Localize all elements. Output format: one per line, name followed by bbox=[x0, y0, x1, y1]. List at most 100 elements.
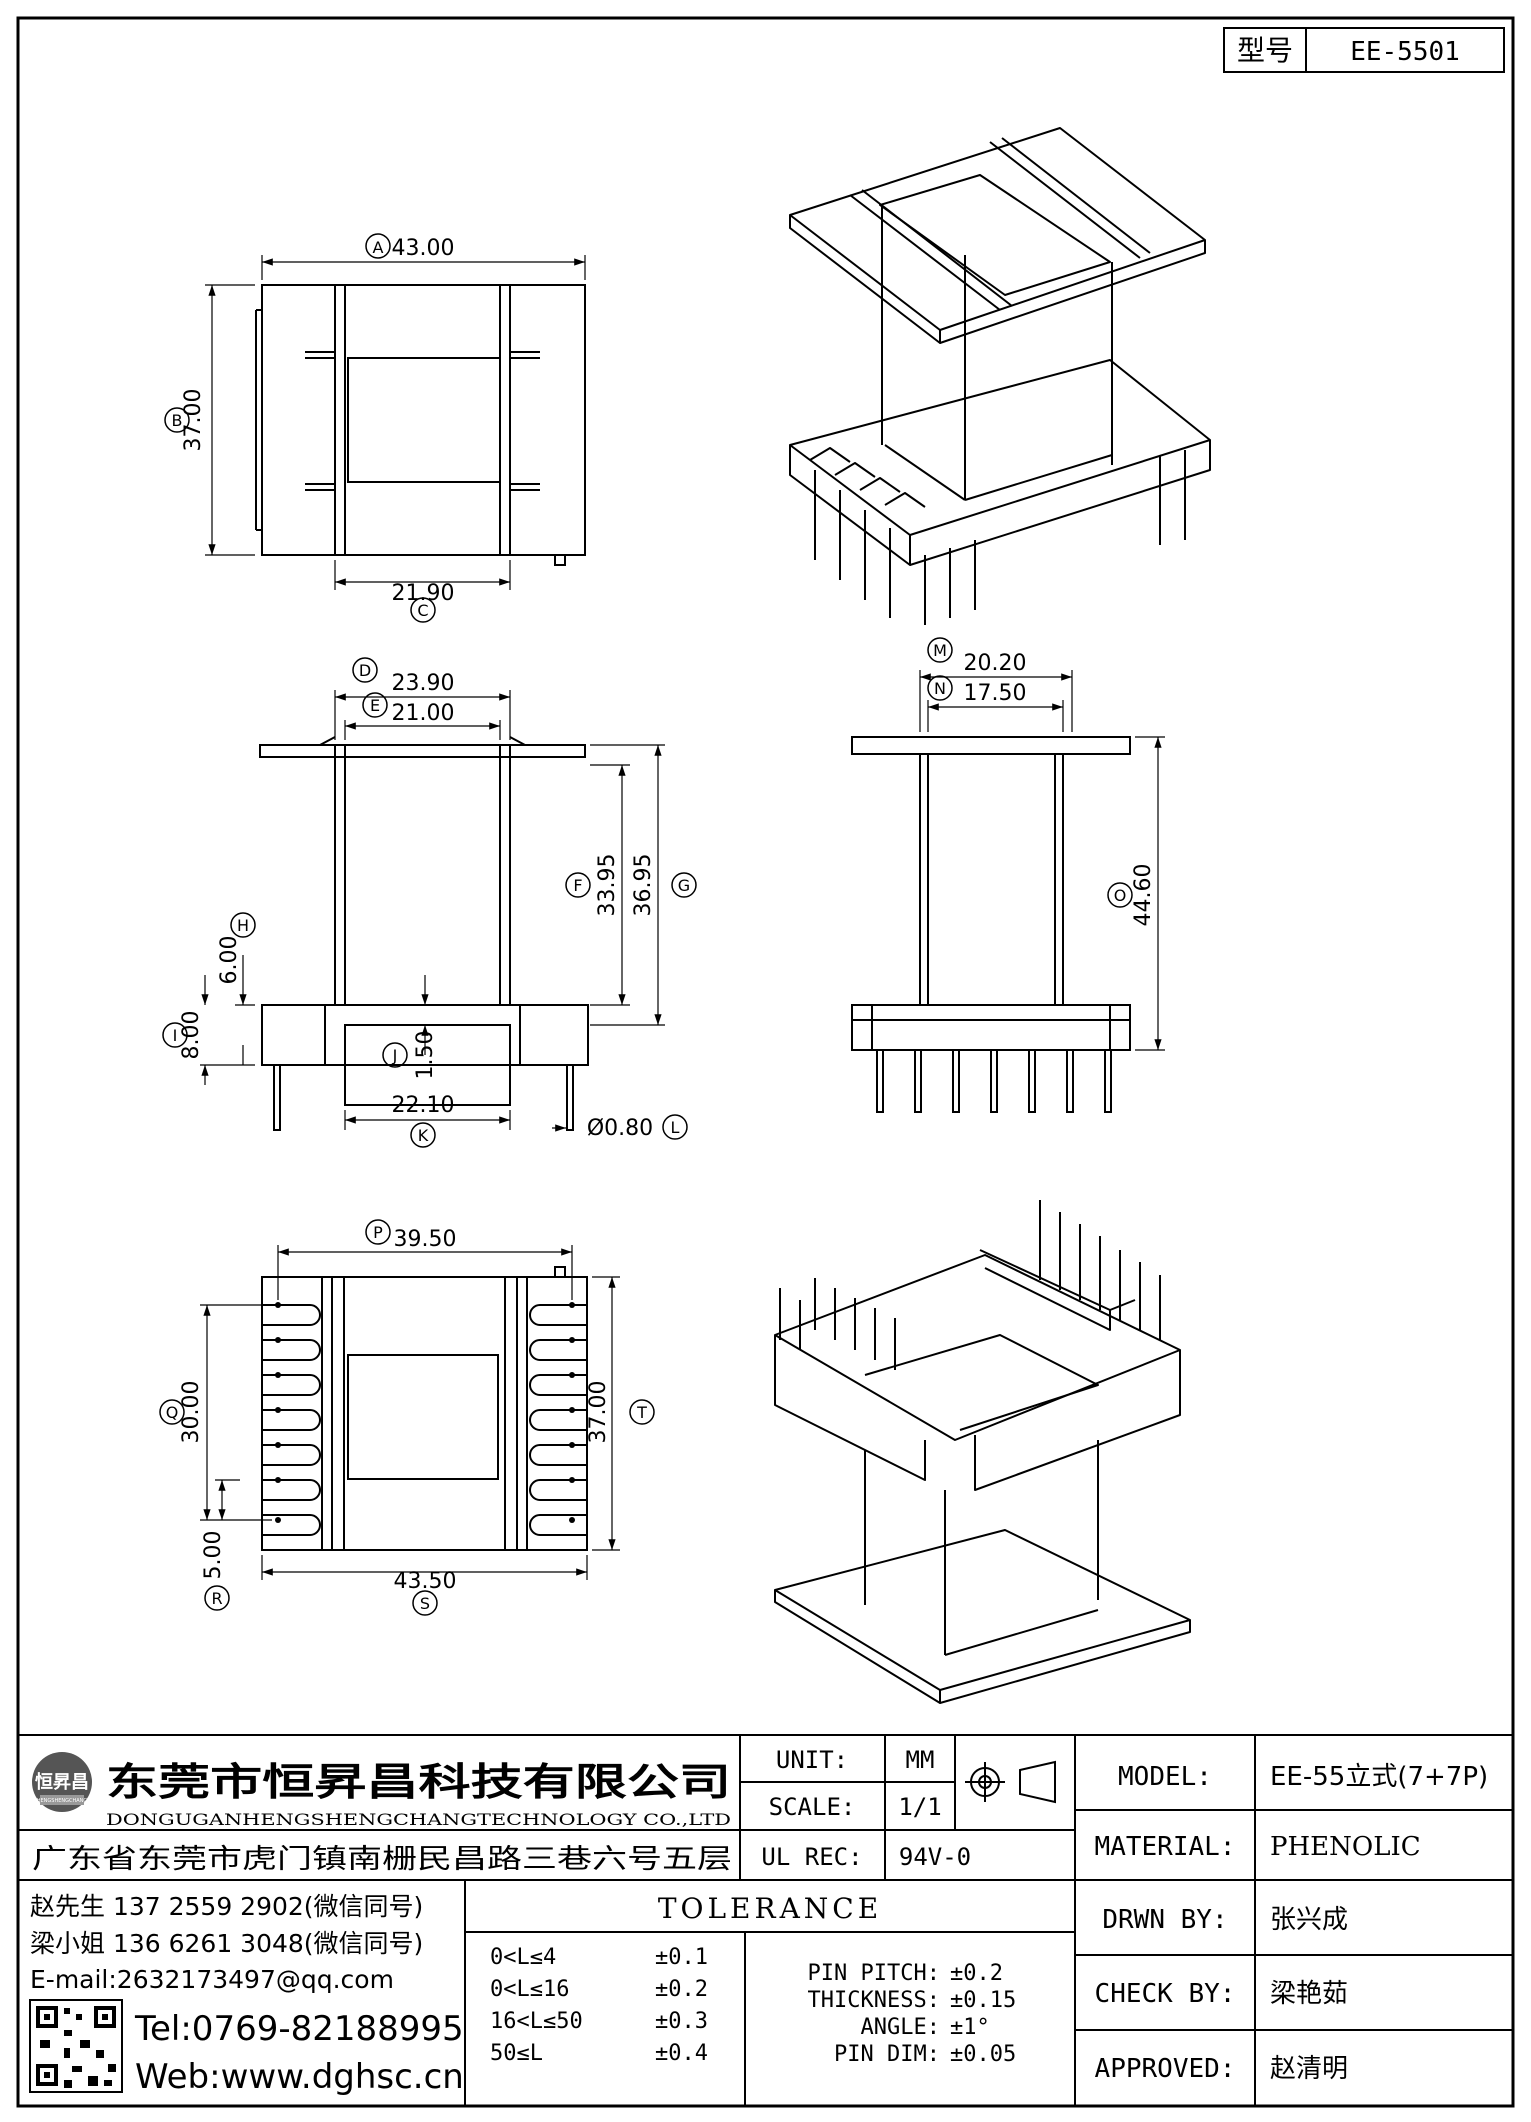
unit-label: UNIT: bbox=[776, 1746, 848, 1774]
dim-e-label: E bbox=[370, 696, 380, 715]
approved-value: 赵清明 bbox=[1270, 2054, 1348, 2084]
dim-s-label: S bbox=[420, 1594, 430, 1613]
check-label: CHECK BY: bbox=[1095, 1979, 1236, 2009]
dim-d-value: 23.90 bbox=[392, 671, 455, 696]
model-label: MODEL: bbox=[1118, 1762, 1212, 1792]
logo-text: 恒昇昌 bbox=[35, 1771, 89, 1793]
bottom-view bbox=[261, 1266, 588, 1551]
pin-pitch-label: PIN PITCH: bbox=[808, 1961, 940, 1986]
dim-r-value: 5.00 bbox=[201, 1531, 226, 1580]
side-view-dims bbox=[919, 670, 1165, 1051]
dim-c-label: C bbox=[417, 601, 428, 620]
material-value: PHENOLIC bbox=[1270, 1832, 1421, 1862]
dim-d-label: D bbox=[359, 661, 371, 680]
drwn-value: 张兴成 bbox=[1270, 1905, 1348, 1935]
dim-h-label: H bbox=[237, 916, 249, 935]
ul-value: 94V-0 bbox=[899, 1843, 971, 1871]
tolerance-title: TOLERANCE bbox=[658, 1892, 882, 1925]
tol-value-1: ±0.1 bbox=[655, 1945, 708, 1970]
front-view-dims bbox=[200, 690, 665, 1132]
material-label: MATERIAL: bbox=[1095, 1832, 1236, 1862]
isometric-view-bottom bbox=[774, 1200, 1191, 1704]
angle-label: ANGLE: bbox=[861, 2015, 940, 2040]
tol-value-3: ±0.3 bbox=[655, 2009, 708, 2034]
model-number: EE-5501 bbox=[1350, 37, 1460, 67]
pin-slots-left bbox=[262, 1304, 321, 1536]
dim-p-value: 39.50 bbox=[394, 1227, 457, 1252]
pin-slots-right bbox=[529, 1304, 587, 1536]
scale-label: SCALE: bbox=[769, 1793, 856, 1821]
thickness-label: THICKNESS: bbox=[808, 1988, 940, 2013]
contact-email: E-mail:2632173497@qq.com bbox=[30, 1965, 394, 1994]
top-view-dims bbox=[205, 255, 586, 590]
tol-value-2: ±0.2 bbox=[655, 1977, 708, 2002]
dim-n-value: 17.50 bbox=[964, 681, 1027, 706]
dim-b-label: B bbox=[172, 411, 183, 430]
check-value: 梁艳茹 bbox=[1270, 1979, 1348, 2009]
approved-label: APPROVED: bbox=[1095, 2054, 1236, 2084]
dim-m-value: 20.20 bbox=[964, 651, 1027, 676]
dim-g-label: G bbox=[678, 876, 690, 895]
company-address: 广东省东莞市虎门镇南栅民昌路三巷六号五层 bbox=[32, 1844, 732, 1875]
dim-g-value: 36.95 bbox=[631, 854, 656, 917]
dim-b-value: 37.00 bbox=[181, 389, 206, 452]
type-label: 型号 bbox=[1237, 34, 1293, 67]
scale-value: 1/1 bbox=[898, 1793, 941, 1821]
unit-value: MM bbox=[906, 1746, 935, 1774]
dim-k-label: K bbox=[418, 1126, 429, 1145]
company-logo: 恒昇昌 HENGSHENGCHANG bbox=[32, 1752, 92, 1812]
dim-f-value: 33.95 bbox=[595, 854, 620, 917]
dim-o-value: 44.60 bbox=[1131, 864, 1156, 927]
dim-k-value: 22.10 bbox=[392, 1093, 455, 1118]
drwn-label: DRWN BY: bbox=[1102, 1905, 1227, 1935]
dim-o-label: O bbox=[1114, 886, 1127, 905]
tol-range-3: 16<L≤50 bbox=[490, 2009, 583, 2034]
title-block bbox=[18, 1734, 1513, 2106]
company-name-en: DONGUGANHENGSHENGCHANGTECHNOLOGY CO.,LTD bbox=[106, 1810, 731, 1829]
dim-t-label: T bbox=[636, 1403, 647, 1422]
dim-h-value: 6.00 bbox=[217, 936, 242, 985]
dim-a-label: A bbox=[373, 238, 384, 257]
dim-l-label: L bbox=[671, 1118, 680, 1137]
dim-q-value: 30.00 bbox=[179, 1381, 204, 1444]
contact-tel: Tel:0769-82188995 bbox=[134, 2009, 464, 2049]
dim-q-label: Q bbox=[166, 1403, 179, 1422]
tol-range-2: 0<L≤16 bbox=[490, 1977, 569, 2002]
tol-range-1: 0<L≤4 bbox=[490, 1945, 556, 1970]
projection-symbol bbox=[965, 1760, 1056, 1804]
dim-i-value: 8.00 bbox=[179, 1011, 204, 1060]
qr-code bbox=[29, 1999, 123, 2093]
dim-r-label: R bbox=[211, 1589, 222, 1608]
top-view bbox=[255, 284, 586, 566]
dim-m-label: M bbox=[933, 641, 947, 660]
ul-label: UL REC: bbox=[761, 1843, 862, 1871]
dim-e-value: 21.00 bbox=[392, 701, 455, 726]
dim-f-label: F bbox=[573, 876, 582, 895]
contact-web: Web:www.dghsc.cn bbox=[135, 2057, 464, 2097]
dim-p-label: P bbox=[373, 1223, 383, 1242]
model-header: 型号 EE-5501 bbox=[1223, 27, 1505, 73]
company-name-cn: 东莞市恒昇昌科技有限公司 bbox=[106, 1760, 731, 1804]
outer-frame bbox=[16, 16, 1515, 2108]
contact-1: 赵先生 137 2559 2902(微信同号) bbox=[30, 1892, 423, 1921]
contact-2: 梁小姐 136 6261 3048(微信同号) bbox=[30, 1929, 423, 1958]
dim-l-value: Ø0.80 bbox=[587, 1116, 653, 1141]
model-value: EE-55立式(7+7P) bbox=[1270, 1762, 1488, 1792]
front-view bbox=[259, 736, 589, 1131]
pin-dim-value: ±0.05 bbox=[950, 2042, 1016, 2067]
pin-dim-label: PIN DIM: bbox=[834, 2042, 940, 2067]
dim-j-label: J bbox=[392, 1046, 398, 1065]
logo-subtext: HENGSHENGCHANG bbox=[37, 1798, 88, 1804]
angle-value: ±1° bbox=[950, 2015, 990, 2040]
thickness-value: ±0.15 bbox=[950, 1988, 1016, 2013]
dim-c-value: 21.90 bbox=[392, 581, 455, 606]
isometric-view-top bbox=[789, 127, 1211, 625]
bottom-view-dims bbox=[200, 1245, 620, 1580]
dim-s-value: 43.50 bbox=[394, 1569, 457, 1594]
side-view bbox=[851, 736, 1131, 1113]
dim-a-value: 43.00 bbox=[392, 236, 455, 261]
dim-t-value: 37.00 bbox=[586, 1381, 611, 1444]
dim-n-label: N bbox=[934, 679, 946, 698]
tol-range-4: 50≤L bbox=[490, 2041, 543, 2066]
